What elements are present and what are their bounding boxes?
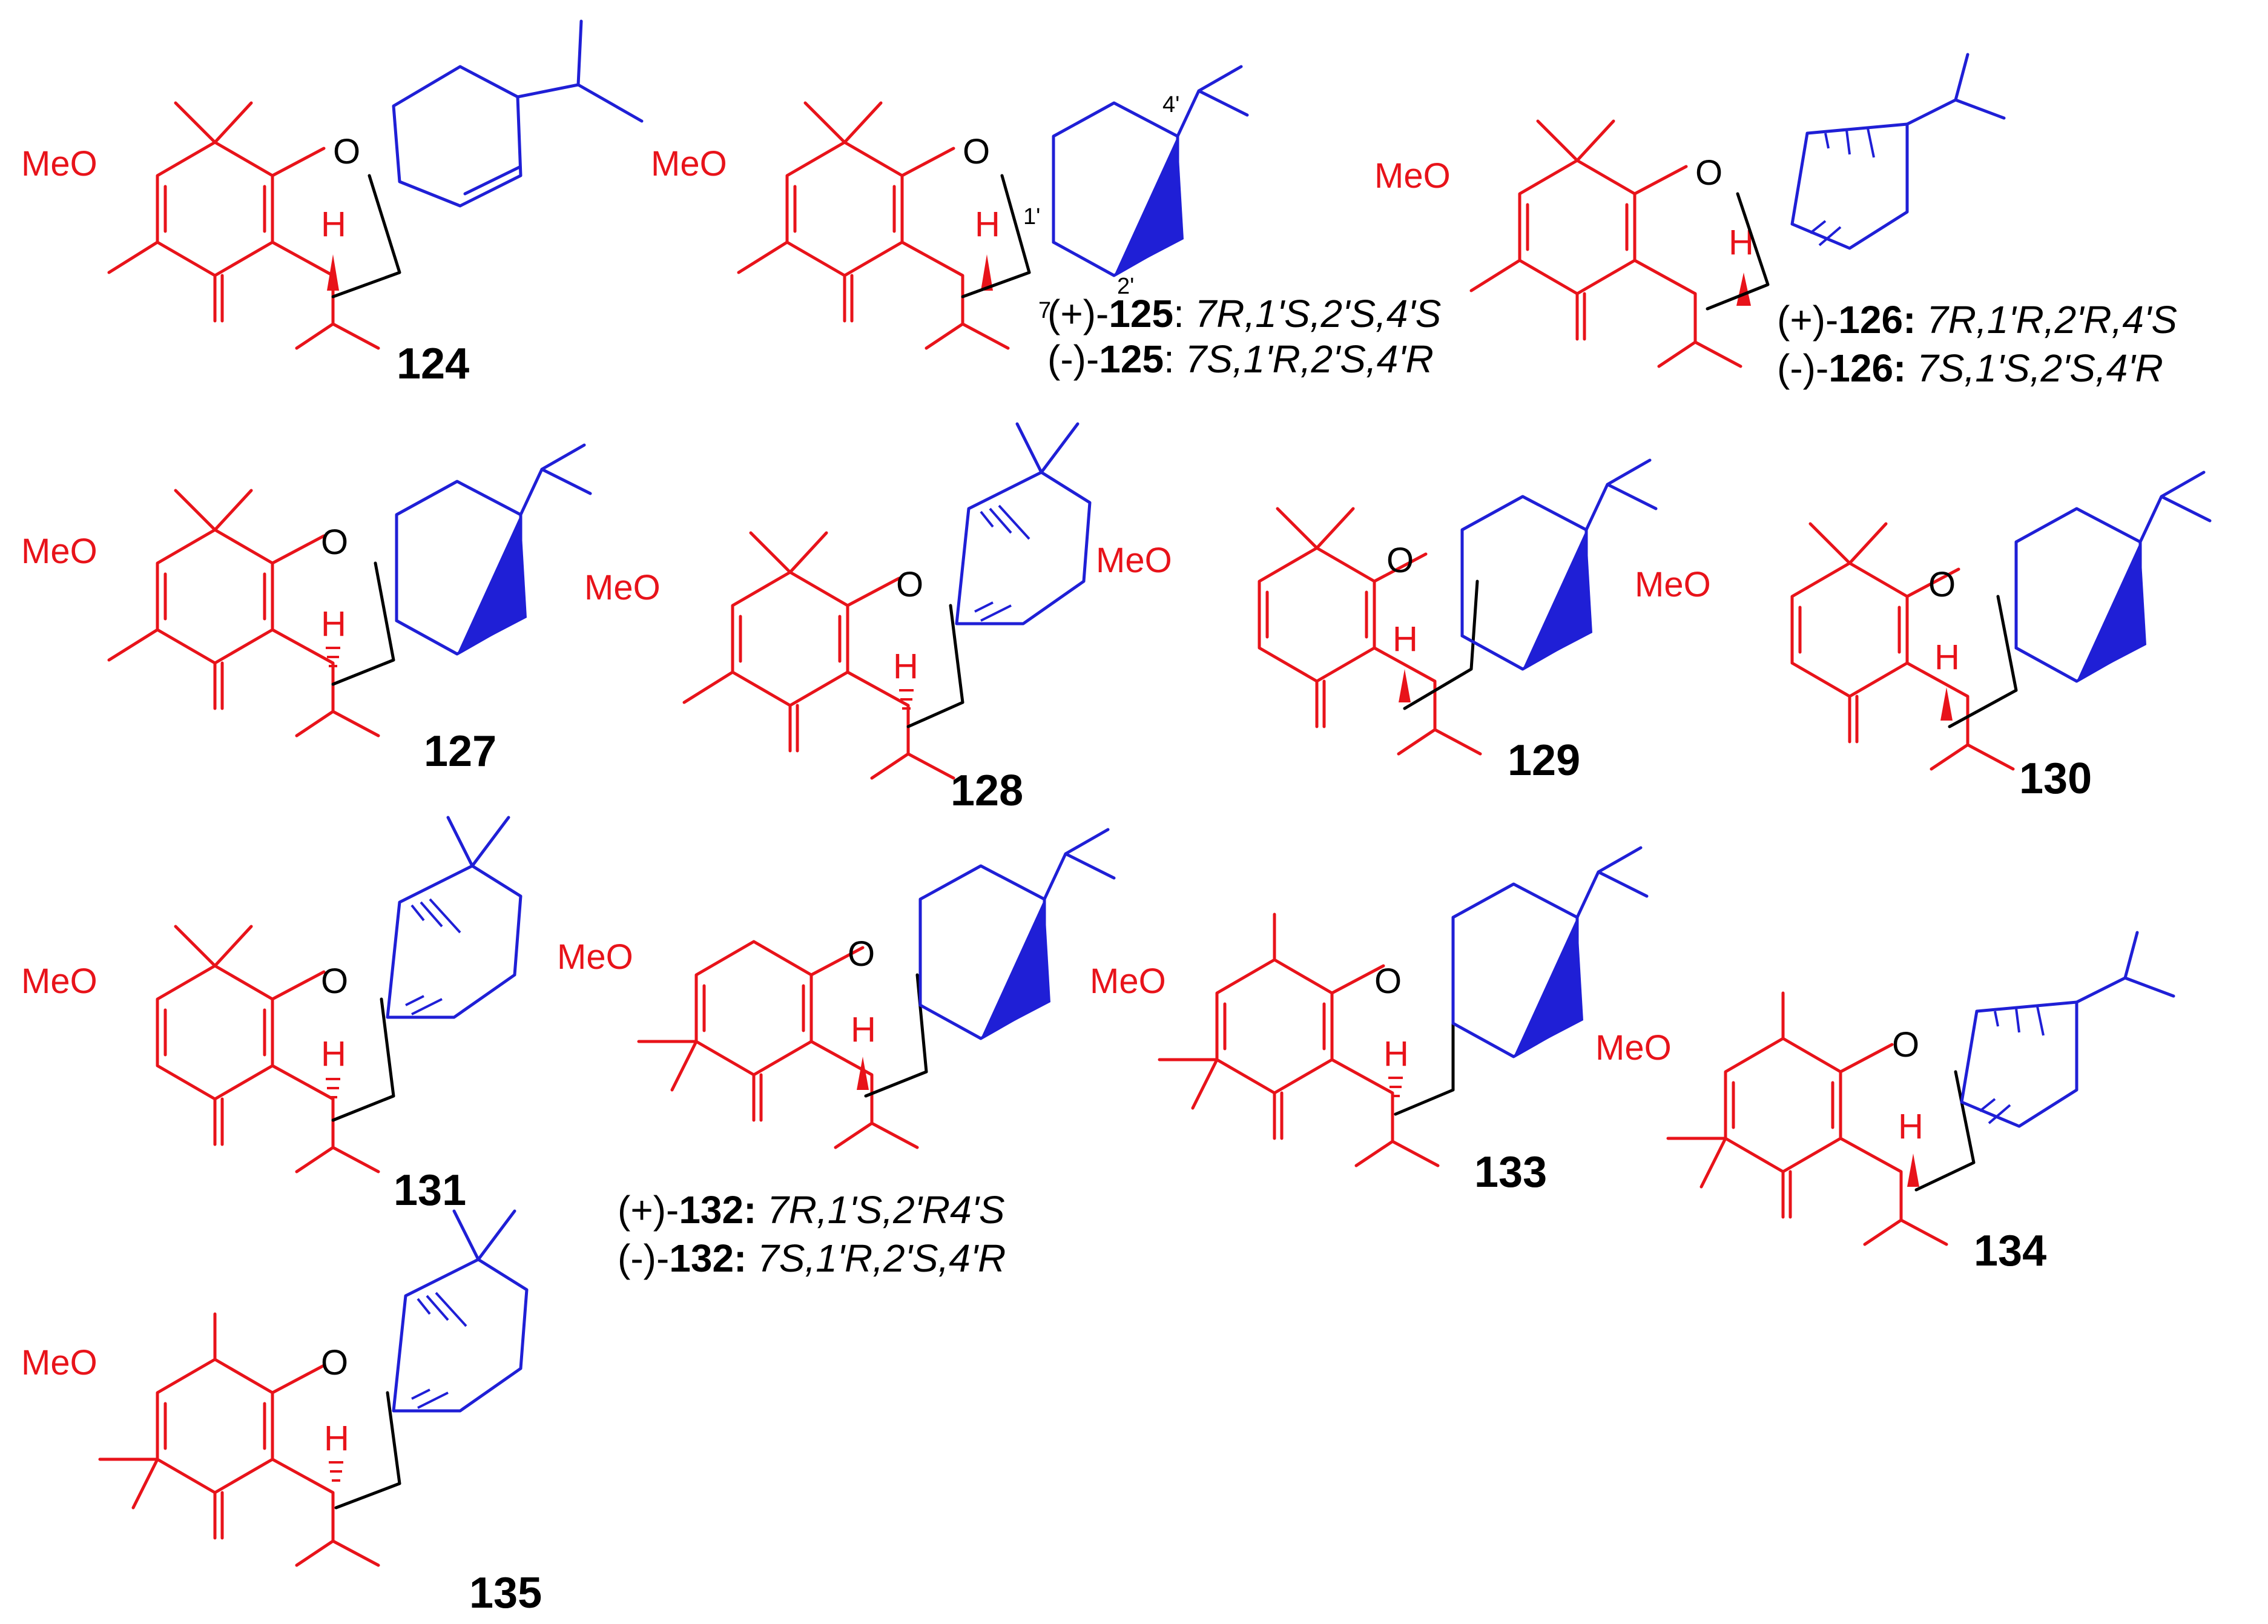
position-4-prime: 4' <box>1162 92 1179 117</box>
stereo-plus-126: (+)-126: 7R,1'R,2'R,4'S <box>1777 298 2177 342</box>
o-label: O <box>321 523 348 562</box>
meo-label: MeO <box>1374 156 1451 196</box>
o-label: O <box>1374 962 1402 1001</box>
position-2-prime: 2' <box>1117 274 1134 299</box>
position-7: 7 <box>1038 298 1051 323</box>
o-label: O <box>963 132 990 171</box>
meo-label: MeO <box>21 1343 97 1382</box>
meo-label: MeO <box>1595 1028 1672 1068</box>
o-label: O <box>321 1343 348 1382</box>
position-1-prime: 1' <box>1023 204 1040 229</box>
h-label: H <box>1934 638 1960 677</box>
compound-126: MeO O H (+)-126: 7R,1'R,2'R,4'S (-)-126:… <box>1374 54 2177 390</box>
o-label: O <box>321 962 348 1001</box>
compound-number: 135 <box>469 1569 542 1617</box>
compound-133: MeO O H 133 <box>1090 848 1647 1197</box>
o-label: O <box>333 132 360 171</box>
compound-125: MeO O H 7 1' 2' 4' (+)-125: 7R,1'S,2'S,4… <box>651 67 1441 381</box>
compound-124: MeO O H 124 <box>21 19 644 388</box>
compound-132: MeO O H (+)-132: 7R,1'S,2'R4'S (-)-132: … <box>557 830 1114 1280</box>
meo-label: MeO <box>1090 962 1166 1001</box>
h-label: H <box>1898 1107 1924 1146</box>
h-label: H <box>324 1419 349 1458</box>
o-label: O <box>1928 565 1956 604</box>
meo-label: MeO <box>1635 565 1711 604</box>
meo-label: MeO <box>1096 541 1172 580</box>
h-label: H <box>321 1034 346 1074</box>
compound-130: MeO O H 130 <box>1635 472 2210 803</box>
h-label: H <box>321 604 346 644</box>
meo-label: MeO <box>21 144 97 183</box>
stereo-plus-125: (+)-125: 7R,1'S,2'S,4'S <box>1047 292 1441 335</box>
h-label: H <box>975 205 1000 244</box>
compound-number: 134 <box>1974 1227 2046 1275</box>
compound-number: 128 <box>951 767 1023 815</box>
meo-label: MeO <box>651 144 727 183</box>
stereo-minus-132: (-)-132: 7S,1'R,2'S,4'R <box>618 1236 1006 1280</box>
stereo-plus-132: (+)-132: 7R,1'S,2'R4'S <box>618 1188 1005 1232</box>
compound-131: MeO O H 131 <box>21 817 521 1215</box>
h-label: H <box>1393 619 1418 659</box>
meo-label: MeO <box>557 937 633 977</box>
o-label: O <box>848 934 875 974</box>
compound-number: 131 <box>394 1166 466 1215</box>
h-label: H <box>1383 1034 1409 1074</box>
compound-number: 129 <box>1508 736 1580 785</box>
compound-number: 130 <box>2019 754 2092 803</box>
o-label: O <box>1386 541 1414 580</box>
meo-label: MeO <box>21 962 97 1001</box>
stereo-minus-125: (-)-125: 7S,1'R,2'S,4'R <box>1047 337 1434 381</box>
meo-label: MeO <box>21 532 97 571</box>
meo-label: MeO <box>584 568 661 607</box>
compound-127: MeO O H 127 <box>21 445 590 776</box>
h-label: H <box>851 1010 876 1049</box>
compound-number: 124 <box>397 340 469 388</box>
compound-135: MeO O H 135 <box>21 1211 542 1617</box>
h-label: H <box>321 205 346 244</box>
compound-number: 127 <box>424 727 496 776</box>
o-label: O <box>1695 153 1722 193</box>
compound-134: MeO O H 134 <box>1595 932 2174 1275</box>
compound-129: MeO O H 129 <box>1096 460 1656 785</box>
stereo-minus-126: (-)-126: 7S,1'S,2'S,4'R <box>1777 346 2163 390</box>
o-label: O <box>896 565 923 604</box>
compound-128: MeO O H 128 <box>584 424 1090 815</box>
h-label: H <box>893 647 918 686</box>
compound-number: 133 <box>1474 1148 1547 1197</box>
o-label: O <box>1892 1025 1919 1065</box>
